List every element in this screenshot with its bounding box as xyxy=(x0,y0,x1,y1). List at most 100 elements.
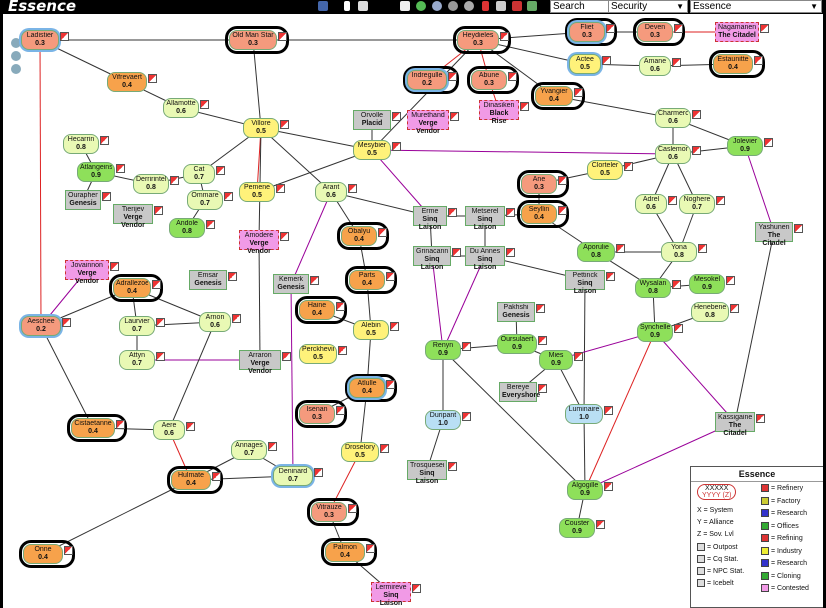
chart-icon[interactable] xyxy=(496,1,506,11)
search-input[interactable]: Search xyxy=(550,0,609,13)
map-icon[interactable] xyxy=(318,1,328,11)
zoom-reset-icon[interactable] xyxy=(11,64,21,74)
image-icon[interactable] xyxy=(527,1,537,11)
ball-icon[interactable] xyxy=(464,1,474,11)
system-node-grinacanne[interactable]: GrinacanneSinq Laison xyxy=(413,246,451,271)
zoom-out-icon[interactable] xyxy=(11,51,21,61)
back-arrow-icon[interactable] xyxy=(344,1,350,11)
zoom-in-icon[interactable] xyxy=(11,38,21,48)
pdf-icon[interactable] xyxy=(512,1,522,11)
grid-icon[interactable] xyxy=(358,1,368,11)
list-icon[interactable] xyxy=(400,1,410,11)
pin-icon[interactable] xyxy=(482,1,489,11)
system-node-adrallezoen[interactable]: Adrallezoen0.4 xyxy=(113,278,151,298)
system-node-charmerout[interactable]: Charmerout0.6 xyxy=(655,108,691,128)
system-node-trosquesere[interactable]: TrosquesereSinq Laison xyxy=(407,460,447,485)
security-dropdown[interactable]: Security ▼ xyxy=(608,0,688,13)
sphere-icon[interactable] xyxy=(448,1,458,11)
region-dropdown[interactable]: Essence ▼ xyxy=(690,0,822,13)
system-node-kassigainen[interactable]: KassigainenThe Citadel xyxy=(715,412,755,437)
globe-alt-icon[interactable] xyxy=(432,1,442,11)
